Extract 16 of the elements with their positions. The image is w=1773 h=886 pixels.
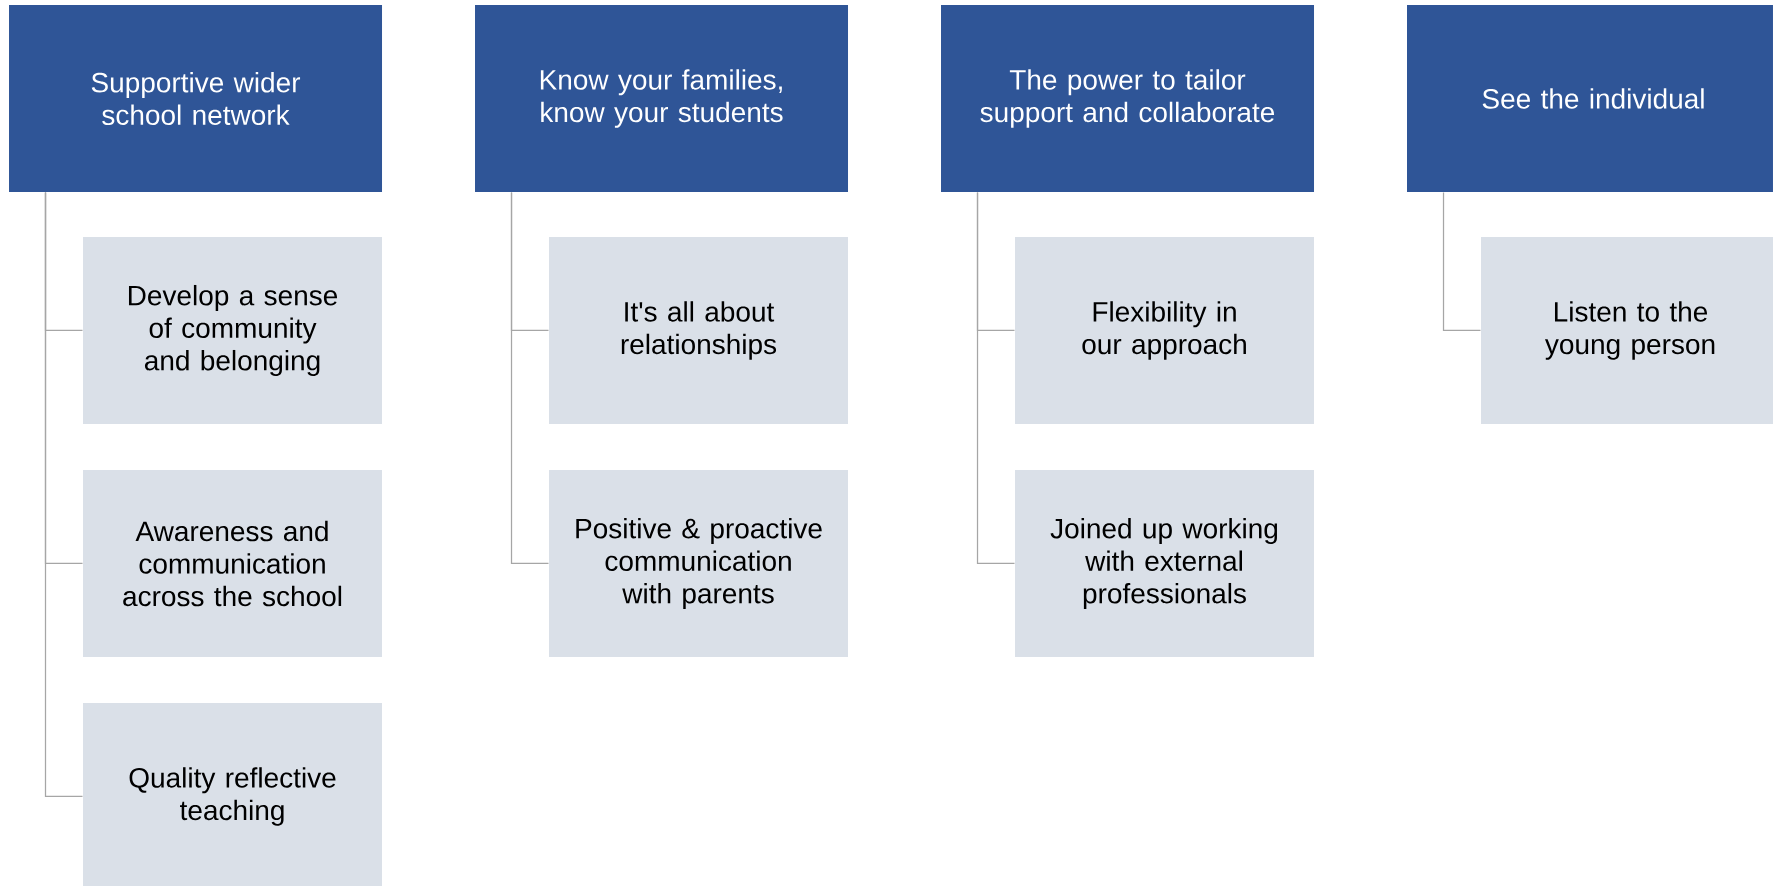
topic-box: Listen to the young person [1481, 237, 1773, 424]
topic-box: Joined up working with external professionals [1015, 470, 1314, 657]
header-box: Know your families, know your students [475, 5, 848, 192]
connector-line [976, 191, 1016, 565]
topic-box: Awareness and communication across the school [83, 470, 382, 657]
topic-box: Develop a sense of community and belonging [83, 237, 382, 424]
topic-box: Quality reflective teaching [83, 703, 382, 886]
connector-line [1442, 191, 1482, 332]
header-box: The power to tailor support and collaborate [941, 5, 1314, 192]
connector-line [510, 191, 550, 565]
topic-box: Flexibility in our approach [1015, 237, 1314, 424]
topic-box: It's all about relationships [549, 237, 848, 424]
connector-line [44, 191, 84, 798]
header-box: See the individual [1407, 5, 1773, 192]
topic-box: Positive & proactive communication with parents [549, 470, 848, 657]
header-box: Supportive wider school network [9, 5, 382, 192]
